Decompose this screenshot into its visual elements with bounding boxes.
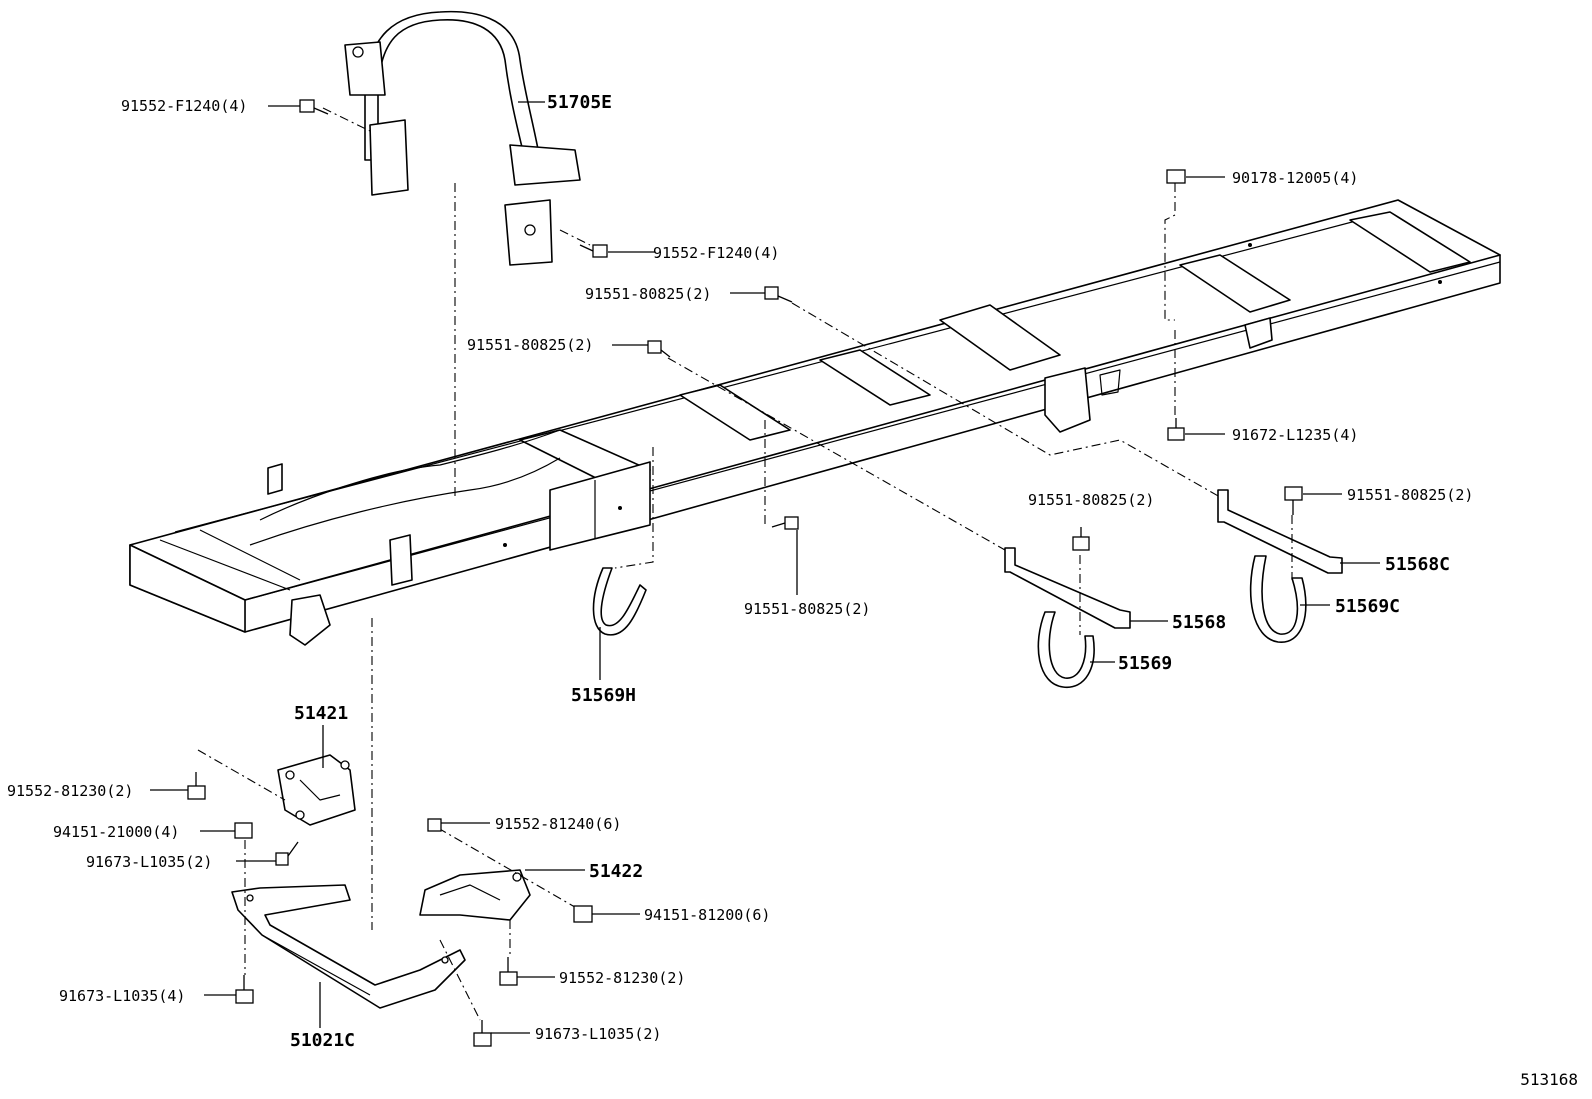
bolt-91552-81240-icon bbox=[427, 818, 442, 832]
label-91551-80825-c: 91551-80825(2) bbox=[1028, 491, 1154, 509]
label-91672-l1235: 91672-L1235(4) bbox=[1232, 426, 1358, 444]
nut-90178-12005-icon bbox=[1166, 169, 1186, 184]
fasteners bbox=[187, 99, 1303, 1047]
bolt-91673-l1035-c-icon bbox=[473, 1020, 492, 1047]
label-91552-81230-a: 91552-81230(2) bbox=[7, 782, 133, 800]
support-51421-part bbox=[277, 754, 356, 826]
bolt-91551-80825-d-icon bbox=[1284, 486, 1303, 515]
bracket-51568c-part bbox=[1217, 489, 1343, 574]
leader-lines bbox=[150, 101, 1380, 1034]
label-51422: 51422 bbox=[589, 861, 643, 882]
bolt-91673-l1035-a-icon bbox=[275, 841, 299, 866]
label-91552-81230-b: 91552-81230(2) bbox=[559, 969, 685, 987]
label-51568c: 51568C bbox=[1385, 554, 1450, 575]
label-94151-81200: 94151-81200(6) bbox=[644, 906, 770, 924]
label-51569c: 51569C bbox=[1335, 596, 1400, 617]
nut-94151-81200-icon bbox=[573, 905, 593, 923]
hanger-51569-part bbox=[1037, 611, 1095, 688]
diagram-number: 513168 bbox=[1520, 1070, 1578, 1089]
bolt-91551-80825-b-icon bbox=[647, 340, 671, 358]
hanger-51569c-part bbox=[1249, 555, 1307, 643]
bolt-91551-80825-c-icon bbox=[1072, 527, 1090, 551]
bracket-51568-part bbox=[1004, 547, 1131, 629]
label-91673-l1035-c: 91673-L1035(2) bbox=[535, 1025, 661, 1043]
assembly-lines bbox=[197, 107, 1293, 1021]
label-51021c: 51021C bbox=[290, 1030, 355, 1051]
label-91552-f1240-a: 91552-F1240(4) bbox=[121, 97, 247, 115]
bolt-91551-80825-e-icon bbox=[771, 516, 799, 530]
label-91552-f1240-b: 91552-F1240(4) bbox=[653, 244, 779, 262]
label-94151-21000: 94151-21000(4) bbox=[53, 823, 179, 841]
label-91673-l1035-a: 91673-L1035(2) bbox=[86, 853, 212, 871]
bolt-91672-l1235-icon bbox=[1167, 418, 1185, 441]
label-51569: 51569 bbox=[1118, 653, 1172, 674]
label-51705e: 51705E bbox=[547, 92, 612, 113]
label-91673-l1035-b: 91673-L1035(4) bbox=[59, 987, 185, 1005]
label-51568: 51568 bbox=[1172, 612, 1226, 633]
bolt-91551-80825-a-icon bbox=[764, 286, 793, 303]
label-91551-80825-a: 91551-80825(2) bbox=[585, 285, 711, 303]
label-51569h: 51569H bbox=[571, 685, 636, 706]
label-91551-80825-d: 91551-80825(2) bbox=[1347, 486, 1473, 504]
hanger-51569h-part bbox=[592, 567, 647, 636]
support-51422-part bbox=[419, 869, 531, 921]
label-91551-80825-b: 91551-80825(2) bbox=[467, 336, 593, 354]
bolt-91673-l1035-b-icon bbox=[235, 975, 254, 1004]
crossmember-51021c-part bbox=[231, 884, 466, 1009]
bracket-51705e-part bbox=[344, 10, 581, 266]
callout-labels: 91552-F1240(4) 51705E 90178-12005(4) 915… bbox=[7, 92, 1473, 1051]
frame-assembly bbox=[129, 199, 1501, 646]
label-91552-81240: 91552-81240(6) bbox=[495, 815, 621, 833]
bolt-91552-81230-a-icon bbox=[187, 772, 206, 800]
label-91551-80825-e: 91551-80825(2) bbox=[744, 600, 870, 618]
label-90178-12005: 90178-12005(4) bbox=[1232, 169, 1358, 187]
nut-94151-21000-icon bbox=[234, 822, 253, 839]
bolt-91552-f1240-a-icon bbox=[299, 99, 329, 115]
bolt-91552-f1240-b-icon bbox=[579, 244, 608, 258]
bolt-91552-81230-b-icon bbox=[499, 957, 518, 986]
label-51421: 51421 bbox=[294, 703, 348, 724]
